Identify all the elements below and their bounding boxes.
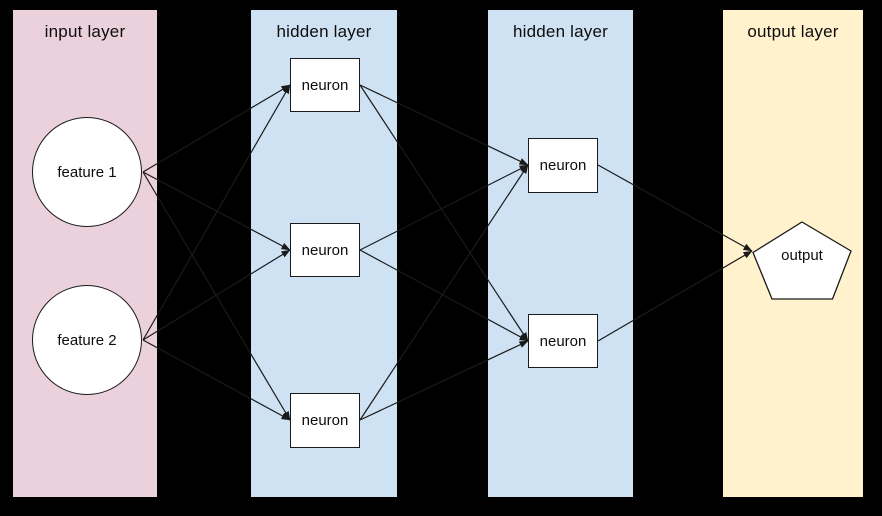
node-hidden2-neuron-1: neuron bbox=[528, 138, 598, 193]
layer-title-hidden-1: hidden layer bbox=[276, 22, 372, 41]
edge-lines bbox=[142, 84, 753, 421]
node-hidden1-neuron-1-label: neuron bbox=[301, 76, 349, 94]
node-hidden2-neuron-2: neuron bbox=[528, 314, 598, 368]
node-hidden1-neuron-1: neuron bbox=[290, 58, 360, 112]
node-feature-1-label: feature 1 bbox=[57, 163, 117, 181]
node-feature-2-label: feature 2 bbox=[57, 331, 117, 349]
node-feature-1: feature 1 bbox=[32, 117, 142, 227]
layer-input: input layer bbox=[13, 10, 157, 497]
pentagon-shape bbox=[752, 221, 852, 300]
node-hidden1-neuron-3-label: neuron bbox=[301, 412, 349, 429]
node-hidden1-neuron-3: neuron bbox=[290, 393, 360, 448]
layer-title-output: output layer bbox=[747, 22, 839, 41]
node-hidden1-neuron-2: neuron bbox=[290, 223, 360, 277]
node-hidden2-neuron-1-label: neuron bbox=[539, 157, 587, 174]
node-output-label: output bbox=[781, 247, 823, 264]
node-hidden1-neuron-2-label: neuron bbox=[301, 241, 349, 259]
node-feature-2: feature 2 bbox=[32, 285, 142, 395]
layer-title-input: input layer bbox=[44, 22, 126, 41]
node-output: output bbox=[752, 221, 852, 300]
layer-hidden-2: hidden layer bbox=[488, 10, 633, 497]
node-hidden2-neuron-2-label: neuron bbox=[539, 332, 587, 350]
layer-title-hidden-2: hidden layer bbox=[512, 22, 609, 41]
